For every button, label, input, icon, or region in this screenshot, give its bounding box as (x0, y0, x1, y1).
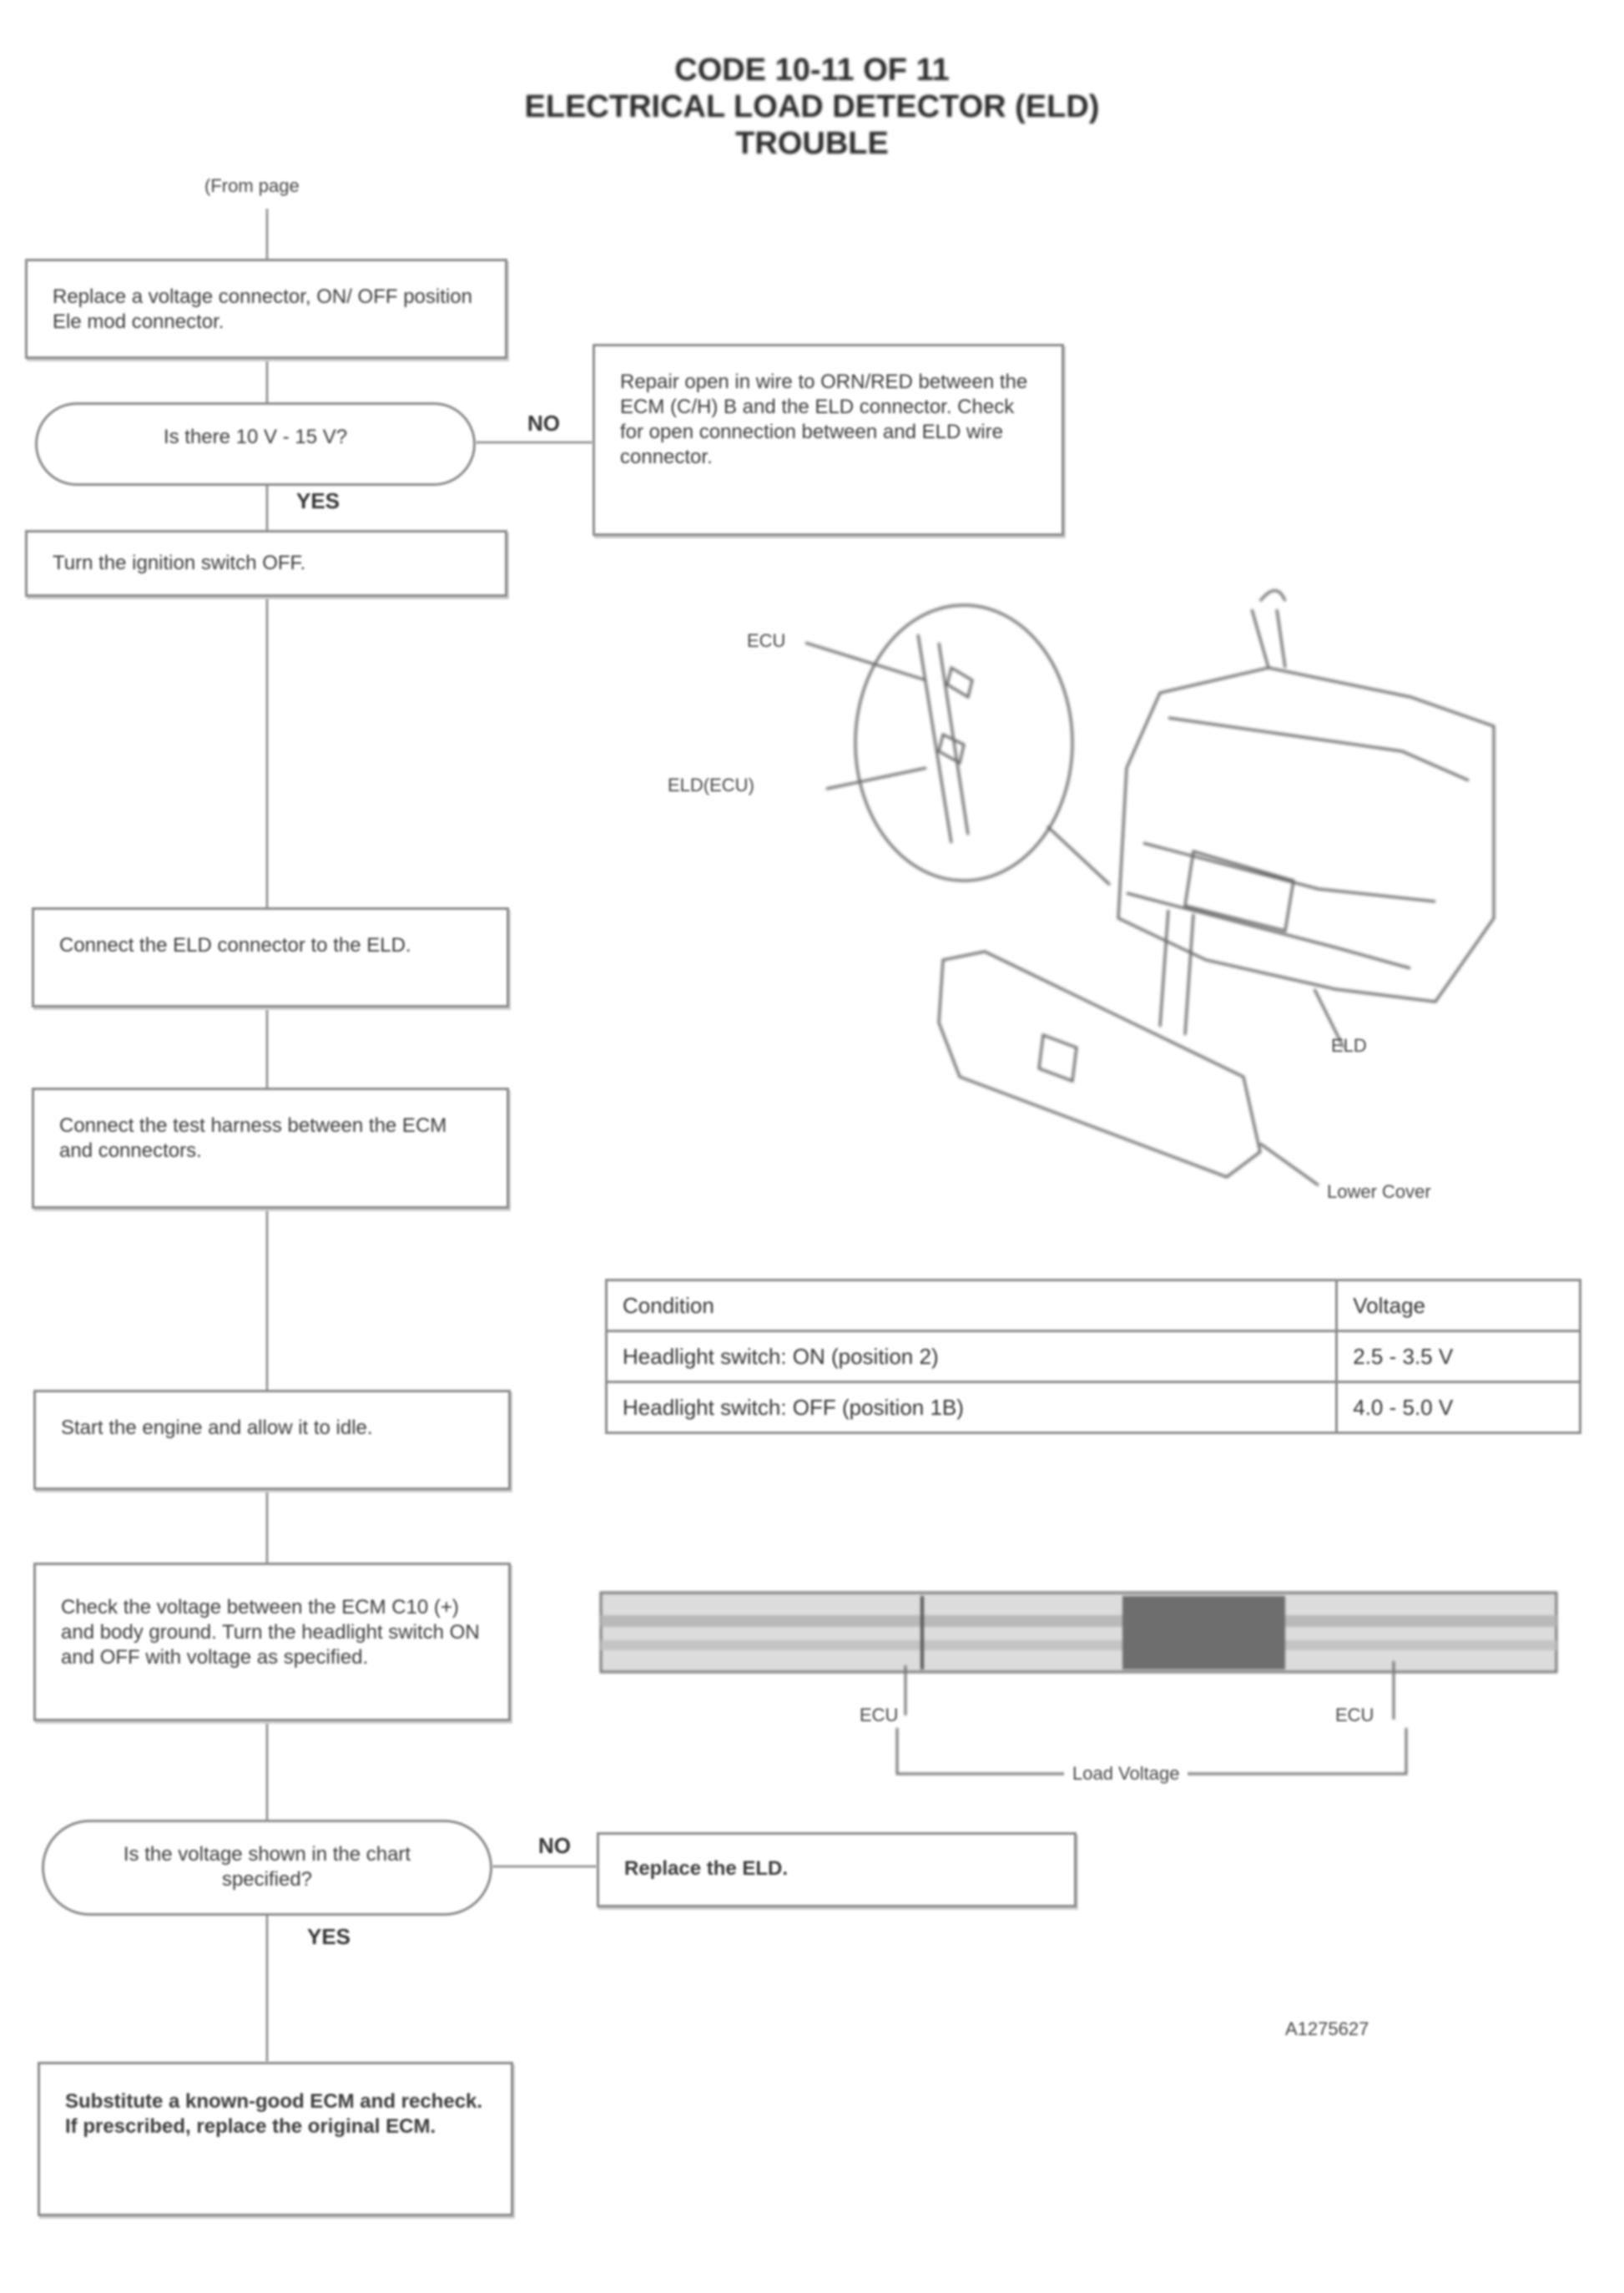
table-cell: 2.5 - 3.5 V (1335, 1330, 1581, 1383)
ecu-location-figure (804, 589, 1495, 1187)
table-row: Headlight switch: ON (position 2) 2.5 - … (604, 1330, 1581, 1383)
flow-decision-voltage: Is there 10 V - 15 V? (35, 402, 476, 486)
flow-step-start-engine: Start the engine and allow it to idle. (33, 1390, 511, 1490)
figure-label-lower-cover: Lower Cover (1327, 1181, 1431, 1202)
flow-replace-eld-box: Replace the ELD. (597, 1832, 1077, 1907)
flow-step-replace-connector: Replace a voltage connector, ON/ OFF pos… (25, 259, 507, 359)
flow-no-label-2: NO (538, 1833, 571, 1858)
connector-strip (599, 1591, 1558, 1775)
flow-step-connect-eld: Connect the ELD connector to the ELD. (32, 907, 509, 1008)
flow-step-connect-harness: Connect the test harness between the ECM… (32, 1088, 509, 1209)
flow-start-label: (From page (204, 175, 300, 196)
page-title: CODE 10-11 OF 11 ELECTRICAL LOAD DETECTO… (0, 52, 1624, 162)
flow-step-check-voltage: Check the voltage between the ECM C10 (+… (33, 1563, 511, 1721)
flow-yes-label-1: YES (296, 488, 340, 513)
title-line-3: TROUBLE (735, 126, 889, 161)
figure-code: A1275627 (1285, 2018, 1369, 2039)
connector-label-left: ECU (860, 1705, 899, 1725)
zoom-circle (854, 604, 1074, 882)
flow-step-ignition-off: Turn the ignition switch OFF. (25, 530, 507, 597)
flow-yes-label-2: YES (307, 1924, 351, 1949)
table-header-condition: Condition (604, 1279, 1339, 1332)
flow-no-label-1: NO (527, 411, 560, 436)
figure-label-connector: ELD(ECU) (668, 775, 754, 795)
figure-label-eld: ELD (1331, 1035, 1367, 1056)
figure-label-ecu: ECU (747, 630, 786, 651)
table-cell: Headlight switch: ON (position 2) (604, 1330, 1339, 1383)
table-header-row: Condition Voltage (604, 1279, 1581, 1332)
table-row: Headlight switch: OFF (position 1B) 4.0 … (604, 1381, 1581, 1434)
connector-label-load: Load Voltage (1064, 1763, 1188, 1785)
connector-highlight (1122, 1596, 1285, 1669)
title-line-2: ELECTRICAL LOAD DETECTOR (ELD) (524, 89, 1100, 124)
voltage-spec-table: Condition Voltage Headlight switch: ON (… (604, 1279, 1581, 1434)
table-header-voltage: Voltage (1335, 1279, 1581, 1332)
table-cell: 4.0 - 5.0 V (1335, 1381, 1581, 1434)
flow-repair-open-box: Repair open in wire to ORN/RED between t… (593, 344, 1064, 536)
flow-decision-spec: Is the voltage shown in the chart specif… (42, 1820, 492, 1916)
connector-label-right: ECU (1335, 1705, 1374, 1725)
flow-final-step: Substitute a known-good ECM and recheck.… (38, 2062, 513, 2216)
title-line-1: CODE 10-11 OF 11 (674, 53, 950, 88)
table-cell: Headlight switch: OFF (position 1B) (604, 1381, 1339, 1434)
